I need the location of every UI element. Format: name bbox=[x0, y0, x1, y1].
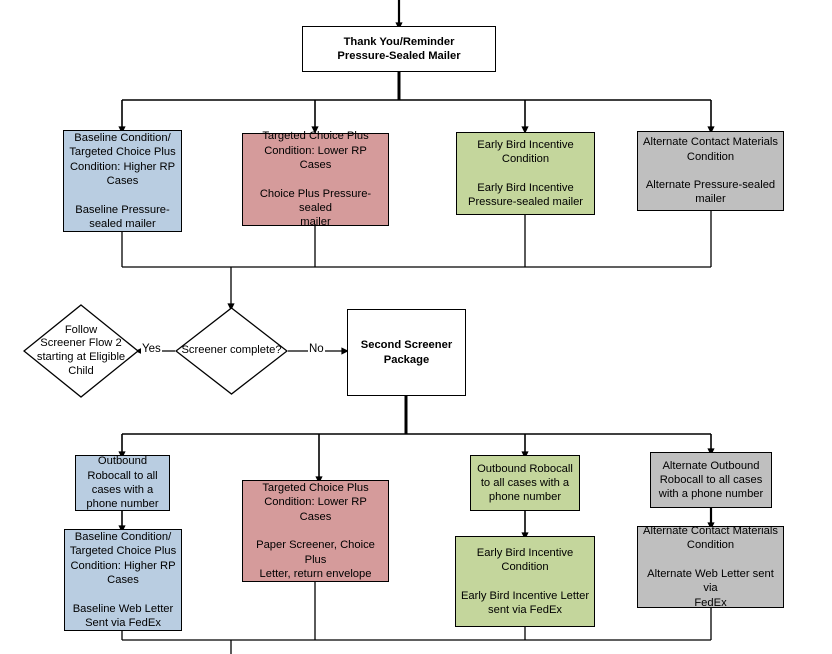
node-screener-complete-decision[interactable]: Screener complete? bbox=[174, 307, 289, 395]
node-baseline-web-letter[interactable]: Baseline Condition/ Targeted Choice Plus… bbox=[64, 529, 182, 631]
node-early-bird-letter[interactable]: Early Bird Incentive Condition Early Bir… bbox=[455, 536, 595, 627]
node-alternate-web-letter[interactable]: Alternate Contact Materials Condition Al… bbox=[637, 525, 784, 609]
node-outbound-robocall-early-bird[interactable]: Outbound Robocall to all cases with a ph… bbox=[470, 455, 580, 511]
node-baseline-pressure-sealed-mailer[interactable]: Baseline Condition/ Targeted Choice Plus… bbox=[63, 130, 182, 232]
node-early-bird-pressure-sealed-mailer[interactable]: Early Bird Incentive Condition Early Bir… bbox=[456, 132, 595, 215]
node-thank-you-reminder-mailer[interactable]: Thank You/Reminder Pressure-Sealed Maile… bbox=[302, 26, 496, 72]
node-alternate-pressure-sealed-mailer[interactable]: Alternate Contact Materials Condition Al… bbox=[637, 131, 784, 211]
node-alternate-outbound-robocall[interactable]: Alternate Outbound Robocall to all cases… bbox=[650, 452, 772, 508]
node-outbound-robocall-baseline[interactable]: Outbound Robocall to all cases with a ph… bbox=[75, 455, 170, 511]
edge-label-yes: Yes bbox=[141, 343, 162, 356]
node-choice-plus-pressure-sealed-mailer[interactable]: Targeted Choice Plus Condition: Lower RP… bbox=[242, 130, 389, 228]
node-follow-screener-flow-2[interactable]: Follow Screener Flow 2 starting at Eligi… bbox=[22, 304, 140, 398]
edge-label-no: No bbox=[308, 343, 325, 356]
node-second-screener-package[interactable]: Second Screener Package bbox=[347, 309, 466, 396]
node-choice-plus-paper-screener[interactable]: Targeted Choice Plus Condition: Lower RP… bbox=[242, 480, 389, 582]
